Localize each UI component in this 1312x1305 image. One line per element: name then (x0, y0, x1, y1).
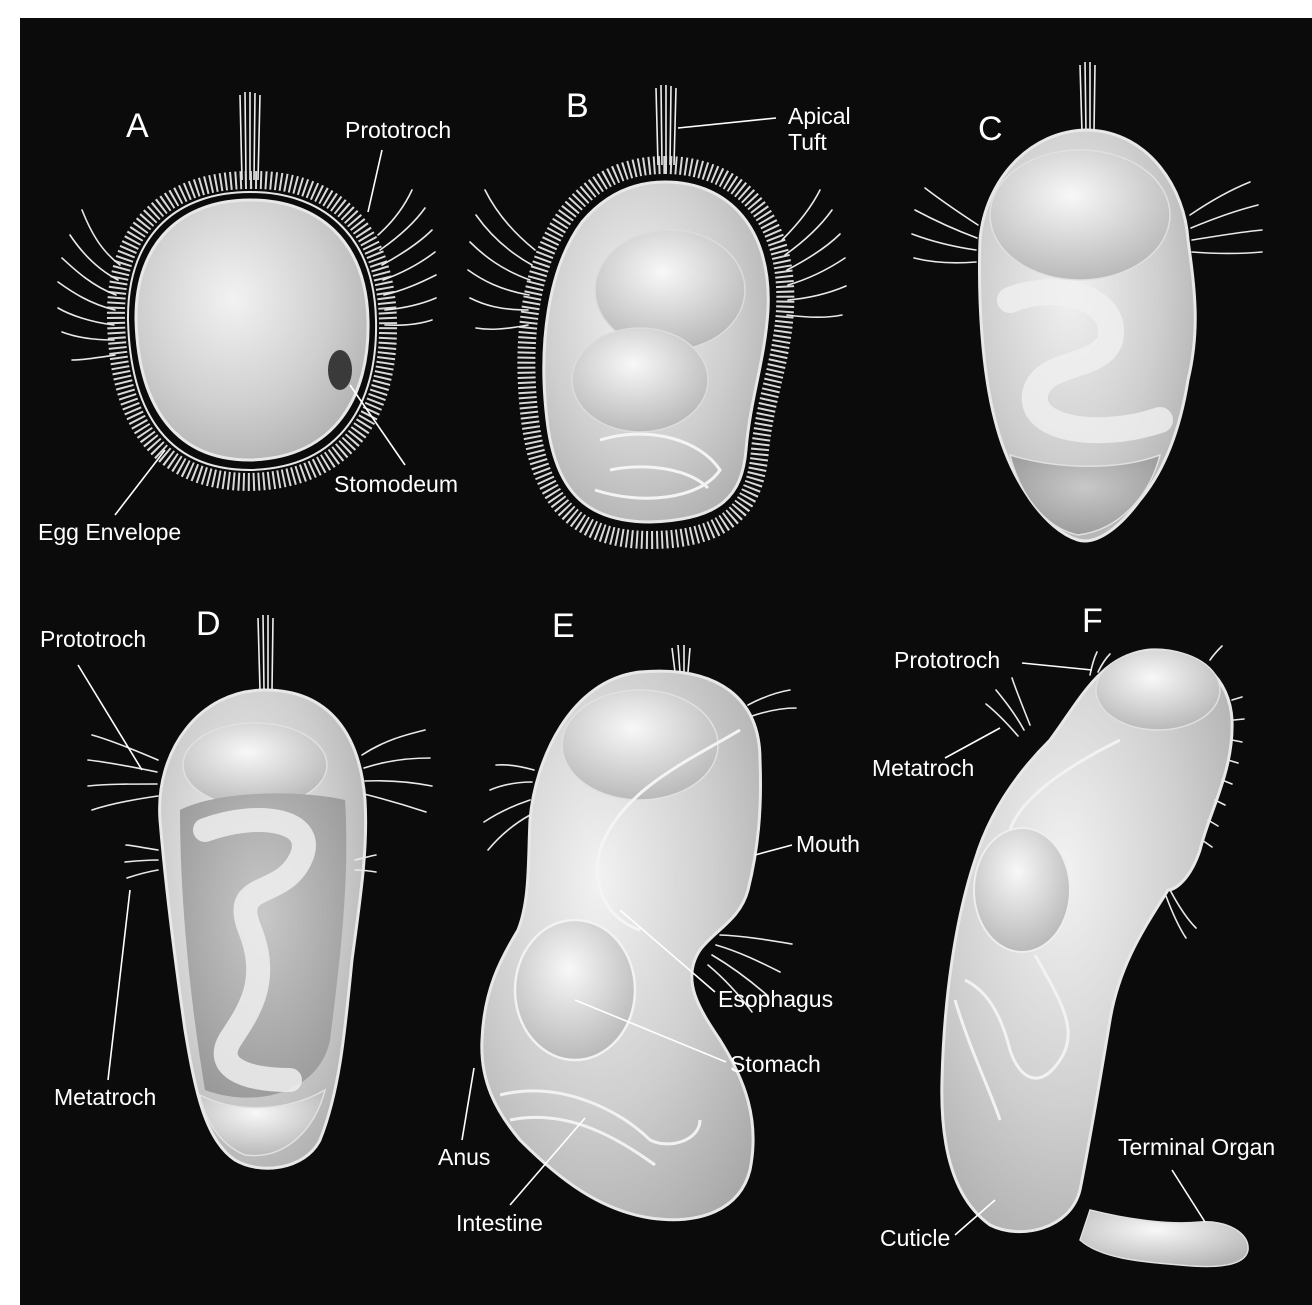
panel-c-letter: C (978, 110, 1003, 148)
panel-d-letter: D (196, 605, 221, 643)
panel-f-stomach (974, 828, 1070, 952)
panel-f-prototroch-label: Prototroch (894, 647, 1000, 673)
panel-f-metatroch-label: Metatroch (872, 755, 974, 781)
panel-d-metatroch-label: Metatroch (54, 1084, 156, 1110)
panel-b-apical-tuft-label-line2: Tuft (788, 129, 827, 155)
panel-f-head-lobe (1096, 650, 1220, 730)
panel-c-upper-lobe (990, 150, 1170, 280)
panel-a-egg-envelope-label: Egg Envelope (38, 519, 181, 545)
panel-f-terminal-organ-label: Terminal Organ (1118, 1134, 1275, 1160)
panel-b-apical-tuft-label-line1: Apical (788, 103, 851, 129)
panel-e-esophagus-label: Esophagus (718, 986, 833, 1012)
panel-e-mouth-label: Mouth (796, 831, 860, 857)
panel-a-letter: A (126, 107, 149, 145)
panel-e-intestine-label: Intestine (456, 1210, 543, 1236)
panel-d-prototroch-label: Prototroch (40, 626, 146, 652)
panel-e-stomach-label: Stomach (730, 1051, 821, 1077)
panel-a-stomodeum-spot (328, 350, 352, 390)
panel-a-embryo (136, 200, 368, 460)
panel-e-head-lobe (562, 690, 718, 800)
panel-a-prototroch-label: Prototroch (345, 117, 451, 143)
panel-e-anus-label: Anus (438, 1144, 490, 1170)
panel-a-stomodeum-label: Stomodeum (334, 471, 458, 497)
panel-e-stomach (515, 920, 635, 1060)
panel-f-cuticle-label: Cuticle (880, 1225, 950, 1251)
panel-b-letter: B (566, 87, 589, 125)
panel-e-letter: E (552, 607, 575, 645)
panel-f-letter: F (1082, 602, 1103, 640)
panel-b-lower-lobe (572, 328, 708, 432)
